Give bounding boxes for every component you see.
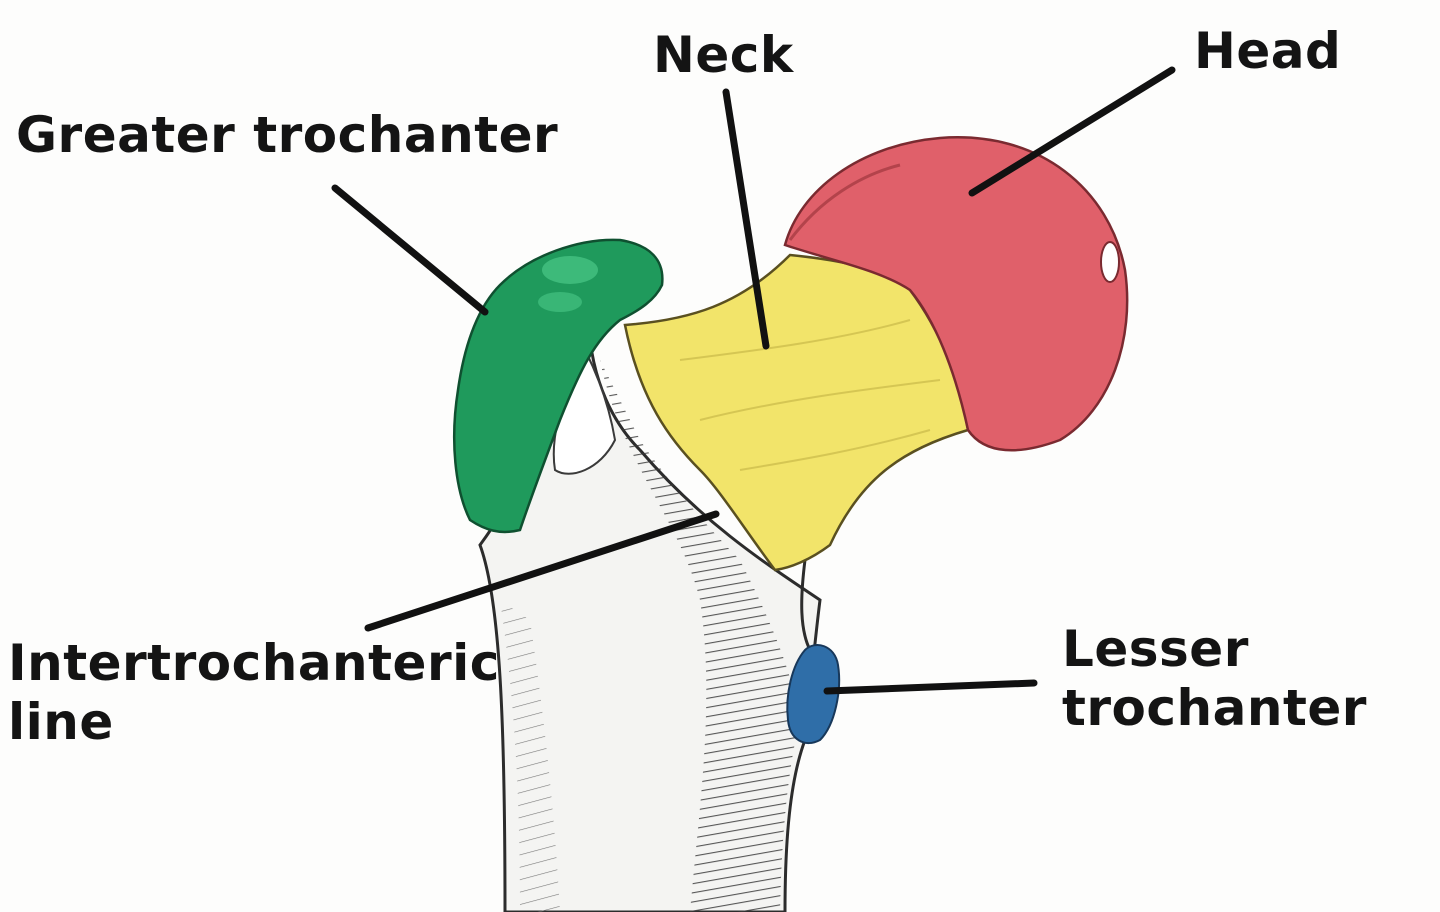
lesser-trochanter-text-2: trochanter [1062, 679, 1367, 737]
leader-lines [331, 66, 1176, 695]
neck-leader [722, 88, 770, 350]
head-text: Head [1194, 22, 1342, 80]
neck-texture [679, 319, 941, 471]
head-label: Head [1194, 22, 1341, 81]
intertrochanteric-line-text-2: line [8, 693, 114, 751]
neck-region [623, 253, 970, 572]
greater-trochanter-label: Greater trochanter [16, 106, 558, 165]
fovea-capitis [1100, 241, 1120, 283]
intertrochanteric-line-text-1: Intertrochanteric [8, 634, 500, 692]
intertrochanteric-line-label: Intertrochanteric line [8, 634, 500, 752]
neck-text: Neck [653, 26, 794, 84]
greater-trochanter-highlight [538, 292, 582, 312]
head-region [783, 136, 1129, 452]
lesser-trochanter-ridge [800, 559, 812, 651]
lesser-trochanter-leader [823, 679, 1038, 695]
greater-trochanter-region [452, 238, 664, 534]
shaft-shading [600, 360, 800, 912]
intertrochanteric-line-leader [364, 510, 720, 632]
greater-trochanter-text: Greater trochanter [16, 106, 559, 164]
greater-trochanter-highlight [542, 256, 598, 284]
head-leader [968, 66, 1176, 197]
greater-trochanter-leader [331, 184, 489, 316]
shaft-lateral-shading [500, 600, 560, 912]
lesser-trochanter-region [786, 644, 841, 745]
lesser-trochanter-text-1: Lesser [1062, 620, 1249, 678]
neck-label: Neck [653, 26, 794, 85]
lesser-trochanter-label: Lesser trochanter [1062, 620, 1367, 738]
head-shading [788, 163, 901, 241]
